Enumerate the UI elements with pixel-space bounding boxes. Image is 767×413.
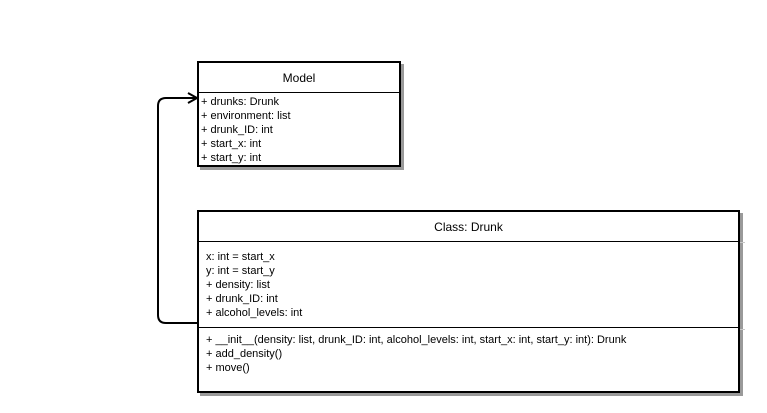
drunk-attribute: y: int = start_y [206,265,275,277]
model-attribute: + start_y: int [201,152,262,164]
drunk-class-title: Class: Drunk [199,212,738,242]
divider-stub [740,329,745,330]
arrowhead-icon [187,92,200,104]
drunk-class-box[interactable]: Class: Drunk x: int = start_x y: int = s… [197,210,740,393]
drunk-attribute: x: int = start_x [206,251,275,263]
model-attribute: + environment: list [201,110,291,122]
drunk-method: + __init__(density: list, drunk_ID: int,… [206,334,627,346]
model-class-box[interactable]: Model + drunks: Drunk + environment: lis… [197,61,401,167]
divider-stub [740,242,745,243]
model-attribute: + drunks: Drunk [201,96,279,108]
drunk-attribute: + density: list [206,279,270,291]
drunk-attribute: + alcohol_levels: int [206,307,303,319]
association-line [157,97,197,324]
drunk-method: + move() [206,362,250,374]
drunk-method: + add_density() [206,348,283,360]
model-class-title: Model [199,63,399,93]
model-attribute: + start_x: int [201,138,262,150]
model-attributes-section: + drunks: Drunk + environment: list + dr… [199,93,399,165]
model-attribute: + drunk_ID: int [201,124,273,136]
drunk-attributes-section: x: int = start_x y: int = start_y + dens… [199,242,738,328]
drunk-attribute: + drunk_ID: int [206,293,278,305]
drunk-methods-section: + __init__(density: list, drunk_ID: int,… [199,328,738,375]
